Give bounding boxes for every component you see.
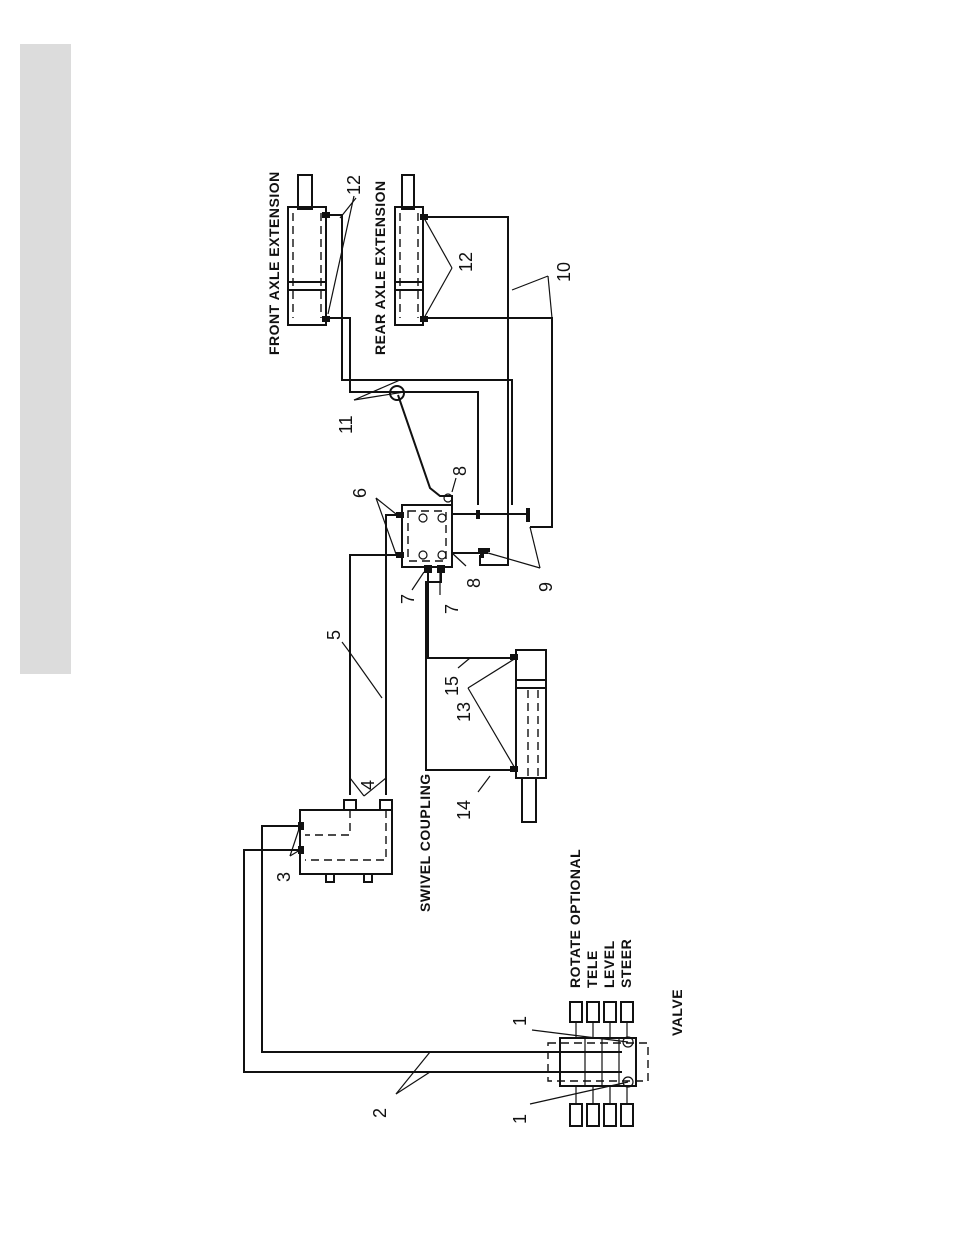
- main-valve-bank: [548, 1002, 648, 1126]
- swivel-label: SWIVEL COUPLING: [417, 773, 433, 912]
- callout-7-right: 7: [442, 604, 462, 614]
- callout-13: 13: [454, 702, 474, 722]
- callout-6: 6: [350, 488, 370, 498]
- callout-11: 11: [336, 415, 356, 434]
- swivel-coupling: [298, 800, 392, 882]
- level-label: LEVEL: [601, 940, 617, 988]
- front-axle-cylinder: [288, 175, 330, 325]
- callout-4: 4: [358, 780, 378, 790]
- callout-5: 5: [324, 630, 344, 640]
- callout-10: 10: [554, 262, 574, 282]
- callout-14: 14: [454, 800, 474, 820]
- callout-1-bottom: 1: [510, 1114, 530, 1124]
- rotate-cylinder: [510, 650, 546, 822]
- steer-label: STEER: [618, 939, 634, 988]
- callout-3: 3: [274, 872, 294, 882]
- front-axle-label: FRONT AXLE EXTENSION: [266, 171, 282, 355]
- callout-2: 2: [370, 1108, 390, 1118]
- rotate-label: ROTATE OPTIONAL: [567, 849, 583, 988]
- callout-12-front: 12: [344, 175, 364, 195]
- rear-axle-label: REAR AXLE EXTENSION: [372, 180, 388, 355]
- callout-1-top: 1: [510, 1016, 530, 1026]
- callout-7-left: 7: [398, 594, 418, 604]
- axle-control-valve: [390, 386, 452, 573]
- callout-12-rear: 12: [456, 252, 476, 272]
- callout-8-bottom: 8: [464, 578, 484, 588]
- callout-9: 9: [536, 582, 556, 592]
- tele-label: TELE: [584, 950, 600, 988]
- rear-axle-cylinder: [395, 175, 428, 325]
- callout-15: 15: [442, 676, 462, 696]
- callout-8-top: 8: [450, 466, 470, 476]
- valve-label: VALVE: [669, 989, 685, 1036]
